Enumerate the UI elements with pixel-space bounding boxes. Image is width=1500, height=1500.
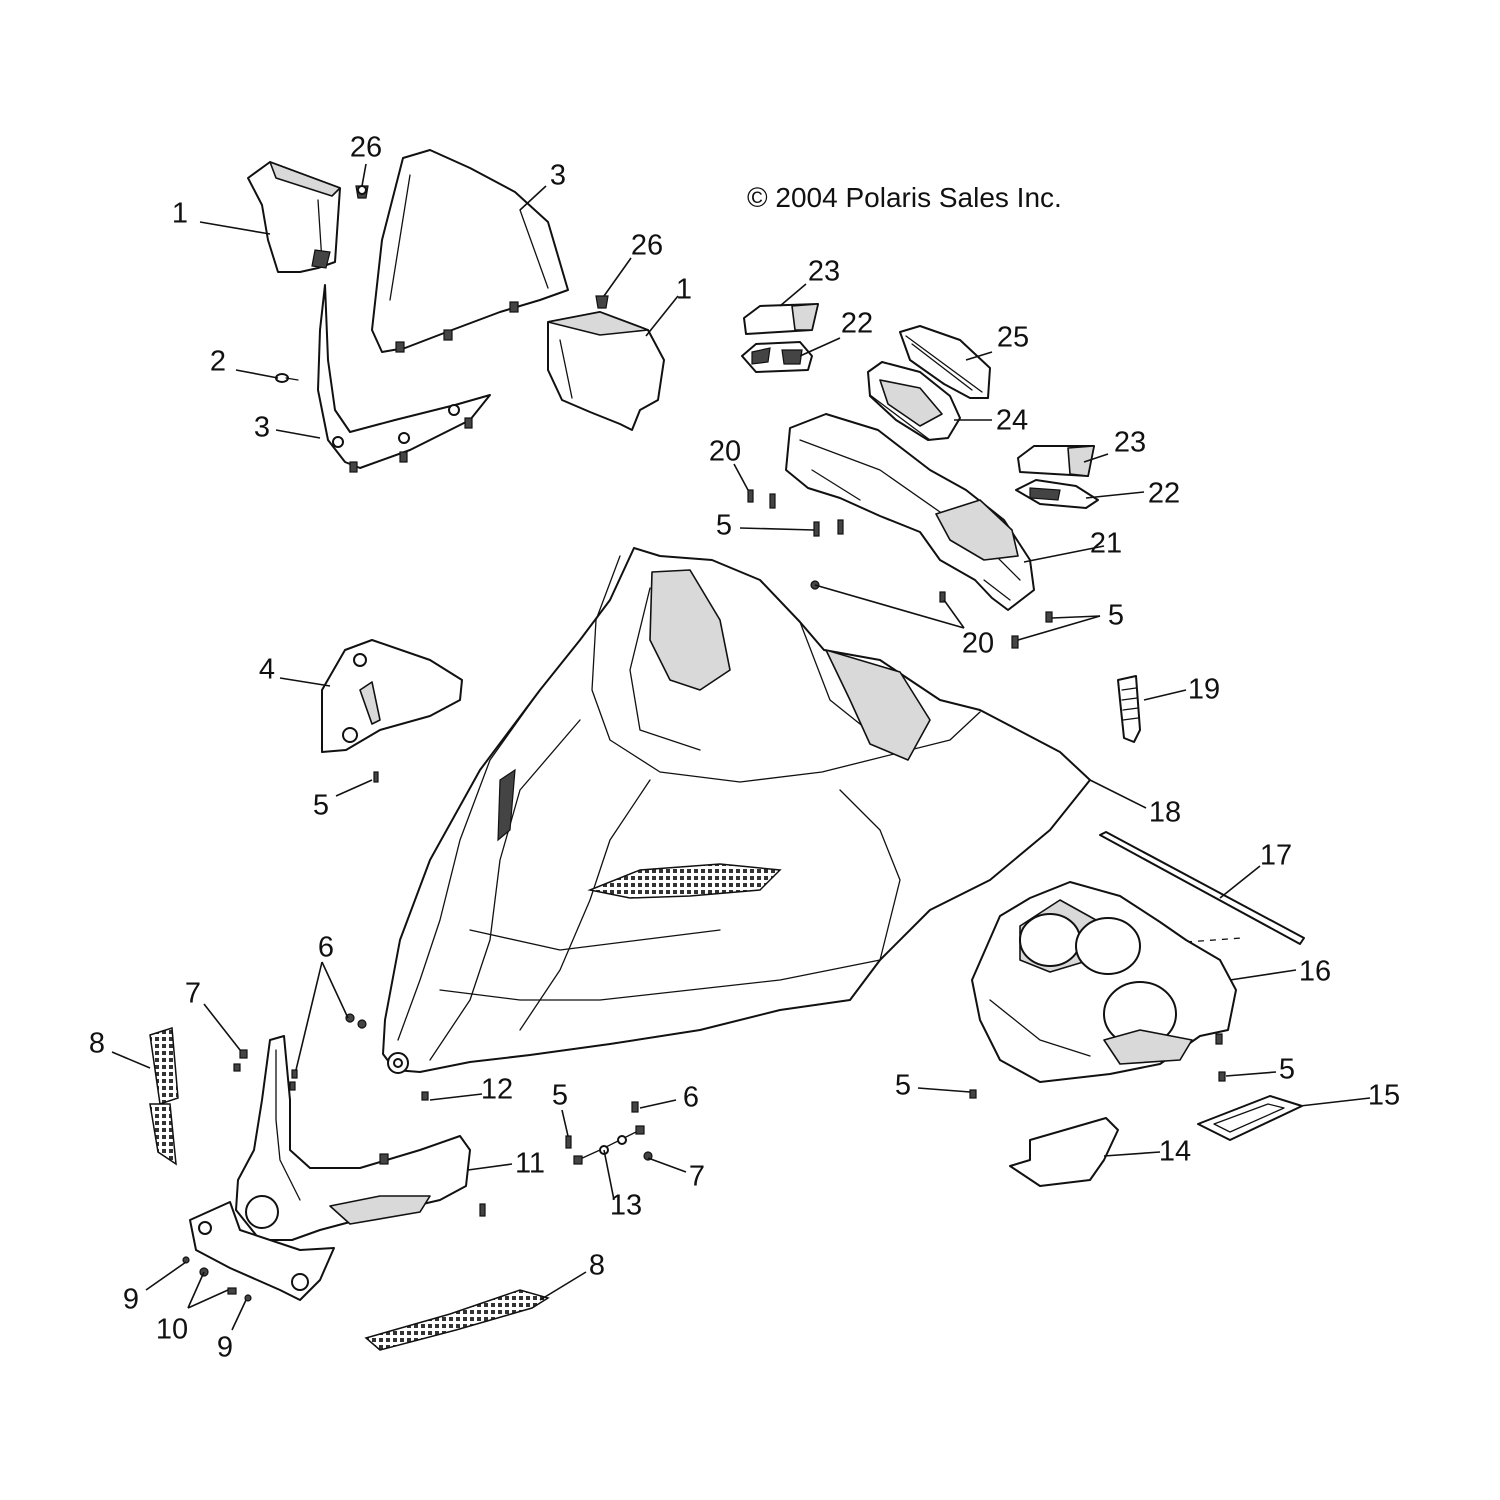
callout-23-right: 23	[1113, 426, 1147, 459]
callout-10: 10	[155, 1313, 189, 1346]
callout-1-right: 1	[675, 273, 693, 306]
handle-19-part	[1117, 675, 1141, 743]
callout-3-trim: 3	[253, 411, 271, 444]
headlight-housing-16-part	[971, 881, 1237, 1083]
callout-5-right: 5	[1107, 599, 1125, 632]
screw-20-a-part	[747, 489, 754, 503]
callout-25: 25	[996, 321, 1030, 354]
grille-8-bottom-part	[364, 1289, 550, 1351]
callout-15: 15	[1367, 1079, 1401, 1112]
screw-5-d-part	[969, 1071, 1226, 1099]
fasteners-9-10-part	[182, 1256, 252, 1302]
windshield-trim-part	[317, 284, 491, 473]
callout-7-left: 7	[184, 977, 202, 1010]
callout-20-top: 20	[708, 435, 742, 468]
callout-2: 2	[209, 345, 227, 378]
screw-5-a-part	[769, 493, 844, 537]
callout-8-left: 8	[88, 1027, 106, 1060]
callout-17: 17	[1259, 839, 1293, 872]
bumper-part	[189, 1201, 335, 1301]
callout-26-top: 26	[349, 131, 383, 164]
callout-22-right: 22	[1147, 477, 1181, 510]
fastener-26b-part	[595, 295, 609, 309]
callout-16: 16	[1298, 955, 1332, 988]
grommet-20-b-part	[810, 580, 946, 603]
dashed-alignment-line	[1185, 937, 1243, 943]
screw-5-c-part	[373, 771, 379, 783]
lens-25-part	[899, 325, 991, 399]
dash-console-21-part	[785, 413, 1035, 611]
callout-5-lower-right: 5	[1278, 1053, 1296, 1086]
callout-14: 14	[1158, 1135, 1192, 1168]
gauge-24-part	[867, 361, 961, 441]
leader-lines	[111, 163, 1371, 1331]
callout-5-lower-left: 5	[894, 1069, 912, 1102]
callout-5-vent: 5	[312, 789, 330, 822]
callout-5-center: 5	[551, 1079, 569, 1112]
callout-19: 19	[1187, 673, 1221, 706]
fastener-26a-part	[355, 185, 369, 199]
screw-2-part	[275, 373, 299, 383]
callout-8-bottom: 8	[588, 1249, 606, 1282]
fasteners-6-7-part	[233, 1013, 653, 1217]
cap-23-top-part	[743, 303, 819, 335]
callout-18: 18	[1148, 796, 1182, 829]
strip-17-part	[1099, 831, 1305, 945]
side-vent-4-part	[321, 639, 463, 753]
callout-21: 21	[1089, 527, 1123, 560]
decal-14-part	[1009, 1117, 1119, 1187]
callout-7-center: 7	[688, 1160, 706, 1193]
callout-9-right: 9	[216, 1331, 234, 1364]
bezel-15-part	[1197, 1095, 1303, 1141]
side-panel-right-part	[547, 311, 665, 431]
callout-3-windshield: 3	[549, 159, 567, 192]
callout-12: 12	[480, 1073, 514, 1106]
callout-6-left: 6	[317, 931, 335, 964]
hood-18-part	[382, 547, 1091, 1074]
bracket-22-right-part	[1015, 479, 1099, 509]
callout-20-bottom: 20	[961, 627, 995, 660]
grille-8-left-part	[149, 1027, 179, 1166]
callout-6-center: 6	[682, 1081, 700, 1114]
callout-13: 13	[609, 1189, 643, 1222]
callout-11: 11	[514, 1147, 546, 1180]
screw-5-b-part	[1011, 611, 1053, 649]
windshield-part	[371, 149, 569, 353]
callout-24: 24	[995, 404, 1029, 437]
callout-1-left: 1	[171, 197, 189, 230]
callout-23-top: 23	[807, 255, 841, 288]
wiring-13-part	[573, 1125, 645, 1165]
callout-26-right: 26	[630, 229, 664, 262]
nose-pan-11-part	[235, 1035, 471, 1241]
copyright-notice: © 2004 Polaris Sales Inc.	[747, 182, 1062, 213]
cap-23-right-part	[1017, 445, 1095, 477]
side-panel-left-part	[247, 161, 341, 273]
callout-4: 4	[258, 653, 276, 686]
callout-9-left: 9	[122, 1283, 140, 1316]
bracket-22-top-part	[741, 341, 813, 373]
callout-5-console: 5	[715, 509, 733, 542]
callout-22-top: 22	[840, 307, 874, 340]
